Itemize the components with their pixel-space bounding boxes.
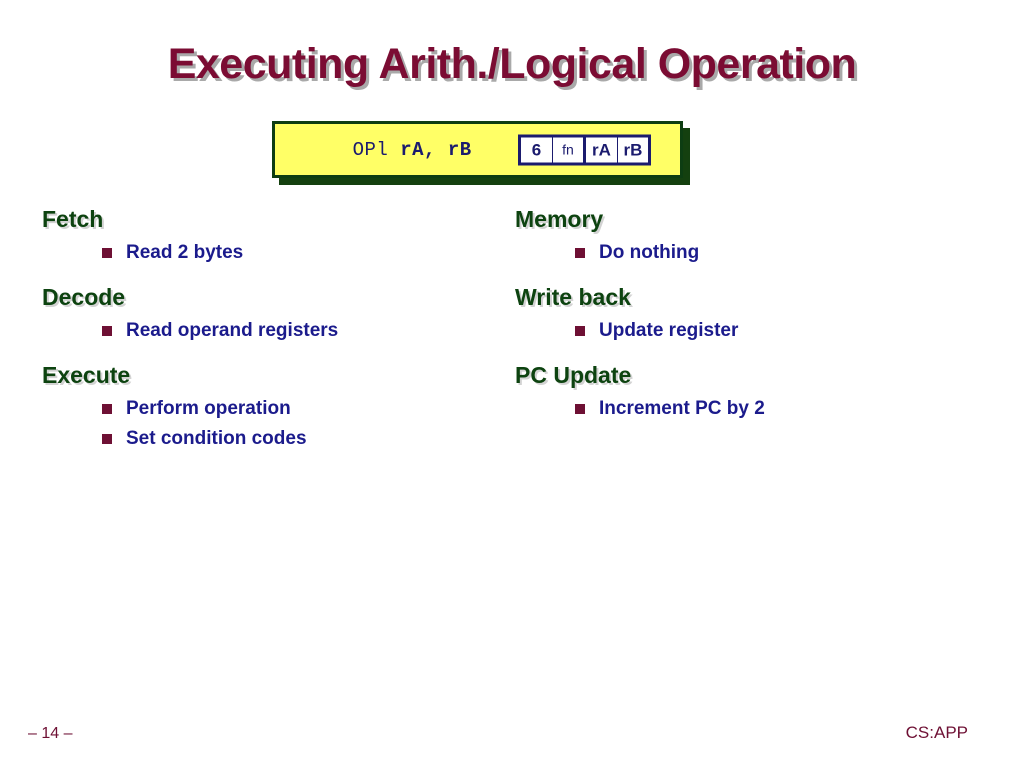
square-bullet-icon [102, 247, 112, 258]
list-item: Increment PC by 2 [575, 399, 965, 418]
encoding-cell: rA [586, 137, 617, 162]
list-item: Do nothing [575, 243, 965, 262]
list-item: Set condition codes [102, 429, 492, 448]
encoding-cell: rB [617, 137, 648, 162]
bullet-label: Set condition codes [126, 428, 307, 449]
stage-bullet-list: Read 2 bytes [42, 243, 492, 262]
square-bullet-icon [102, 433, 112, 444]
bullet-label: Update register [599, 320, 739, 341]
square-bullet-icon [575, 325, 585, 336]
encoding-cell: 6 [521, 137, 552, 162]
stage-heading: Execute [42, 362, 131, 388]
stage-heading: PC Update [515, 362, 632, 388]
square-bullet-icon [102, 325, 112, 336]
brand-label: CS:APP [905, 723, 968, 742]
page-title: Executing Arith./Logical Operation [167, 40, 857, 88]
stage-heading: Write back [515, 284, 631, 310]
list-item: Read 2 bytes [102, 243, 492, 262]
bullet-label: Do nothing [599, 242, 700, 263]
page-number: – 14 – [28, 725, 73, 742]
stage-bullet-list: Increment PC by 2 [515, 399, 965, 418]
bullet-label: Read 2 bytes [126, 242, 244, 263]
square-bullet-icon [102, 403, 112, 414]
list-item: Read operand registers [102, 321, 492, 340]
stage-memory: Memory Do nothing [515, 206, 965, 263]
stage-bullet-list: Update register [515, 321, 965, 340]
stage-bullet-list: Read operand registers [42, 321, 492, 340]
encoding-cell: fn [552, 137, 583, 162]
bullet-label: Perform operation [126, 398, 291, 419]
bullet-label: Read operand registers [126, 320, 339, 341]
stage-bullet-list: Do nothing [515, 243, 965, 262]
square-bullet-icon [575, 247, 585, 258]
stage-heading: Fetch [42, 206, 104, 232]
bullet-label: Increment PC by 2 [599, 398, 765, 419]
instruction-assembly: OPl rA, rB [307, 117, 472, 183]
square-bullet-icon [575, 403, 585, 414]
stage-heading: Memory [515, 206, 604, 232]
stage-heading: Decode [42, 284, 126, 310]
instruction-mnemonic: OPl [352, 138, 389, 161]
list-item: Perform operation [102, 399, 492, 418]
instruction-operands: rA, rB [388, 138, 472, 161]
list-item: Update register [575, 321, 965, 340]
